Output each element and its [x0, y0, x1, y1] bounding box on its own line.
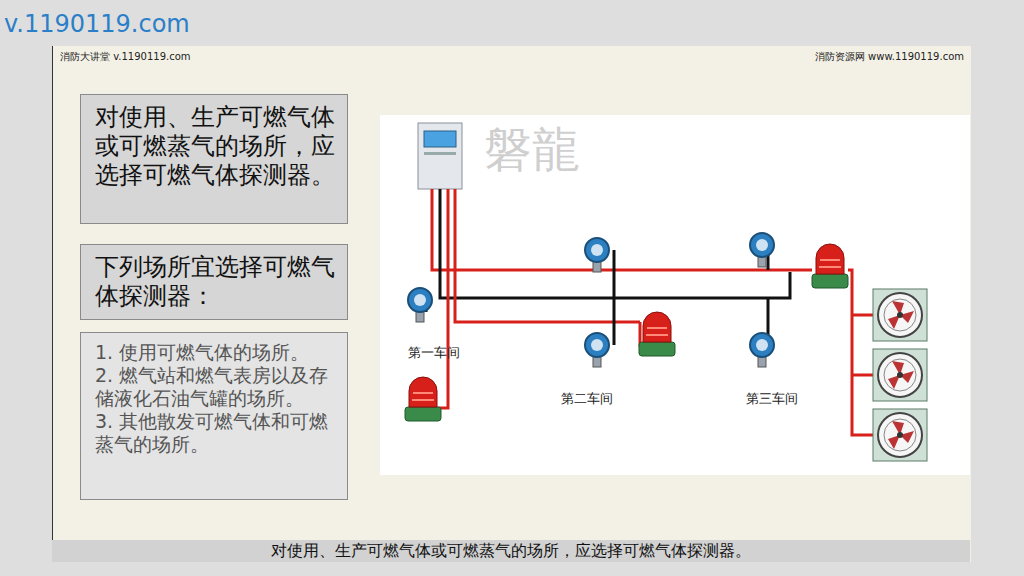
heading-box: 对使用、生产可燃气体或可燃蒸气的场所，应选择可燃气体探测器。	[80, 94, 348, 224]
caption-text: 对使用、生产可燃气体或可燃蒸气的场所，应选择可燃气体探测器。	[52, 541, 970, 561]
box-text: 下列场所宜选择可燃气体探测器：	[95, 253, 335, 311]
box-text: 2. 燃气站和燃气表房以及存储液化石油气罐的场所。	[95, 364, 339, 410]
list-box: 1. 使用可燃气体的场所。2. 燃气站和燃气表房以及存储液化石油气罐的场所。3.…	[80, 332, 348, 500]
workshop-label: 第三车间	[746, 390, 798, 408]
header-right: 消防资源网 www.1190119.com	[815, 50, 964, 64]
box-text: 对使用、生产可燃气体或可燃蒸气的场所，应选择可燃气体探测器。	[95, 103, 335, 190]
brand-watermark: 磐龍	[484, 118, 580, 182]
box-text: 3. 其他散发可燃气体和可燃蒸气的场所。	[95, 410, 339, 456]
workshop-label: 第二车间	[561, 390, 613, 408]
watermark-url: v.1190119.com	[4, 10, 190, 38]
header-left: 消防大讲堂 v.1190119.com	[60, 50, 191, 64]
subheading-box: 下列场所宜选择可燃气体探测器：	[80, 244, 348, 320]
box-text: 1. 使用可燃气体的场所。	[95, 341, 339, 364]
workshop-label: 第一车间	[408, 344, 460, 362]
